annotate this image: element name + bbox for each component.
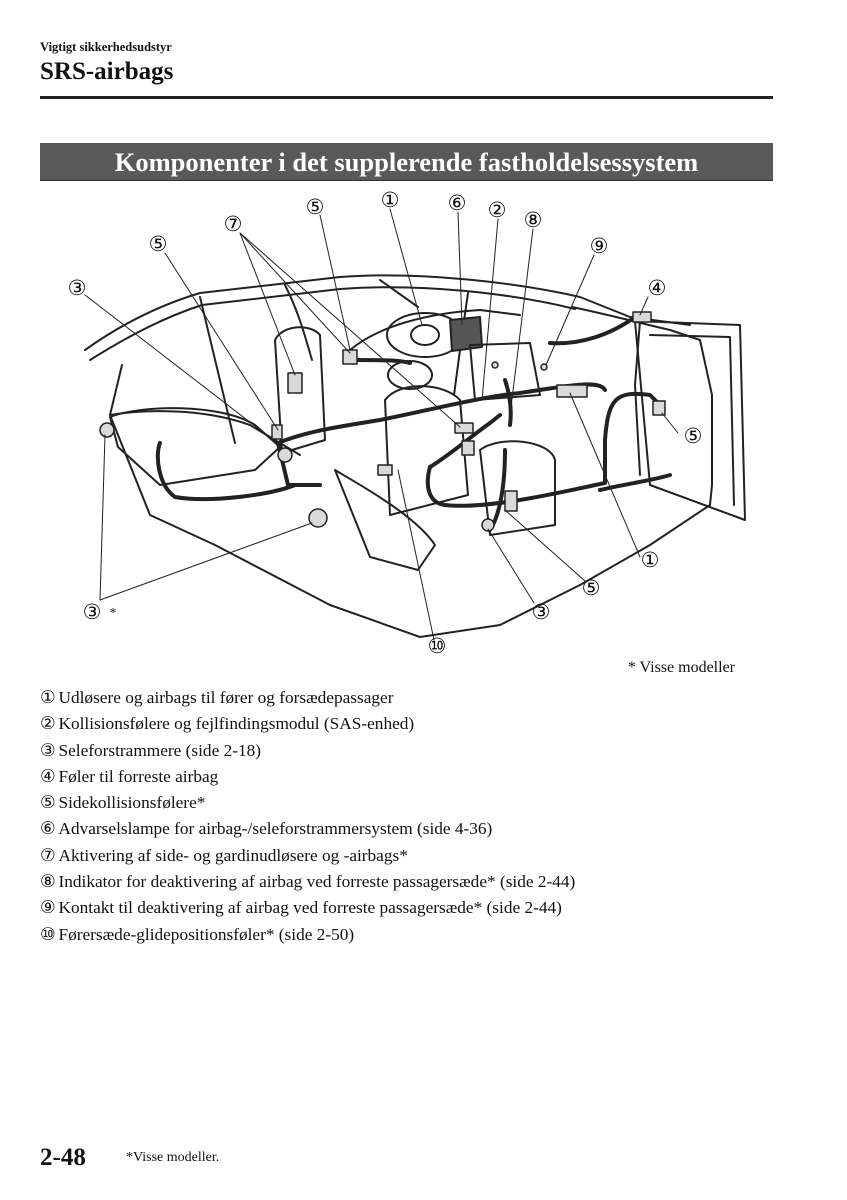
sensor-module — [556, 384, 588, 398]
legend-number: ③ — [40, 740, 56, 760]
callout-label: ③ — [532, 600, 551, 624]
callout-label: ⑥ — [448, 191, 467, 215]
callout-label: ⑨ — [590, 234, 609, 258]
legend-number: ⑥ — [40, 819, 56, 839]
legend-text: Aktivering af side- og gardinudløsere og… — [58, 845, 408, 865]
callout-label: ③ — [68, 276, 87, 300]
pretensioner — [308, 508, 328, 528]
legend-text: Udløsere og airbags til fører og forsæde… — [58, 688, 394, 707]
callout-label: ⑤ — [306, 195, 325, 219]
legend-text: Sidekollisionsfølere* — [58, 793, 206, 813]
callout-label: ② — [488, 198, 507, 222]
callout-asterisk: * — [110, 606, 117, 621]
callout-label: ⑤ — [684, 424, 703, 448]
legend-number: ⑦ — [40, 845, 56, 865]
callout-label: ① — [641, 548, 660, 572]
leader-lines — [84, 208, 679, 641]
pretensioner — [277, 447, 293, 463]
components — [99, 311, 666, 532]
legend-number: ④ — [40, 766, 56, 786]
legend-text: Indikator for deaktivering af airbag ved… — [58, 872, 576, 892]
sensor-module — [652, 400, 666, 416]
title-divider — [40, 96, 773, 99]
callout-label: ⑧ — [524, 208, 543, 232]
page-number: 2-48 — [40, 1144, 86, 1171]
pretensioner — [481, 518, 495, 532]
callout-label: ⑦ — [224, 212, 243, 236]
sensor-module — [632, 311, 652, 323]
sensor-module — [287, 372, 303, 394]
sensor-module — [504, 490, 518, 512]
sensor-module — [454, 422, 474, 434]
legend-number: ⑨ — [40, 898, 56, 918]
sensor-module — [461, 440, 475, 456]
diagram-footnote: * Visse modeller — [627, 659, 735, 676]
legend-text: Kontakt til deaktivering af airbag ved f… — [58, 898, 562, 918]
section-label: Vigtigt sikkerhedsudstyr — [40, 40, 172, 54]
callout-label: ⑩ — [428, 634, 447, 658]
legend-text: Seleforstrammere (side 2-18) — [58, 740, 262, 760]
page-title: SRS-airbags — [40, 58, 174, 85]
legend-text: Kollisionsfølere og fejlfindingsmodul (S… — [58, 714, 415, 734]
sensor-dot — [491, 361, 499, 369]
sensor-module — [271, 424, 283, 440]
legend-number: ⑤ — [40, 793, 56, 813]
sensor-module — [377, 464, 393, 476]
callout-label: ⑤ — [149, 232, 168, 256]
wiring-harness — [155, 315, 672, 532]
legend-text: Føler til forreste airbag — [58, 766, 219, 786]
callout-label: ⑤ — [582, 576, 601, 600]
legend-text: Førersæde-glidepositionsføler* (side 2-5… — [58, 924, 355, 944]
pretensioner — [99, 422, 115, 438]
sensor-dot — [540, 363, 548, 371]
legend-number: ① — [40, 688, 56, 707]
sensor-module — [342, 349, 358, 365]
door-panel — [634, 320, 746, 521]
footer-note: *Visse modeller. — [126, 1150, 220, 1165]
section-banner: Komponenter i det supplerende fastholdel… — [40, 143, 773, 181]
callout-label: ④ — [648, 276, 667, 300]
legend-number: ② — [40, 714, 56, 734]
callout-label: ③ — [83, 600, 102, 624]
legend-number: ⑧ — [40, 872, 56, 892]
seats — [109, 326, 556, 571]
callout-labels: ⑦ ⑤ ③ ⑤ ① ⑥ ② ⑧ ⑨ ④ ⑤ ① ⑤ ③ ③ * ⑩ — [68, 188, 703, 658]
legend-text: Advarselslampe for airbag-/seleforstramm… — [58, 819, 493, 839]
srs-components-diagram: ⑦ ⑤ ③ ⑤ ① ⑥ ② ⑧ ⑨ ④ ⑤ ① ⑤ ③ ③ * ⑩ — [68, 188, 746, 658]
legend-number: ⑩ — [40, 924, 56, 944]
callout-label: ① — [381, 188, 400, 212]
